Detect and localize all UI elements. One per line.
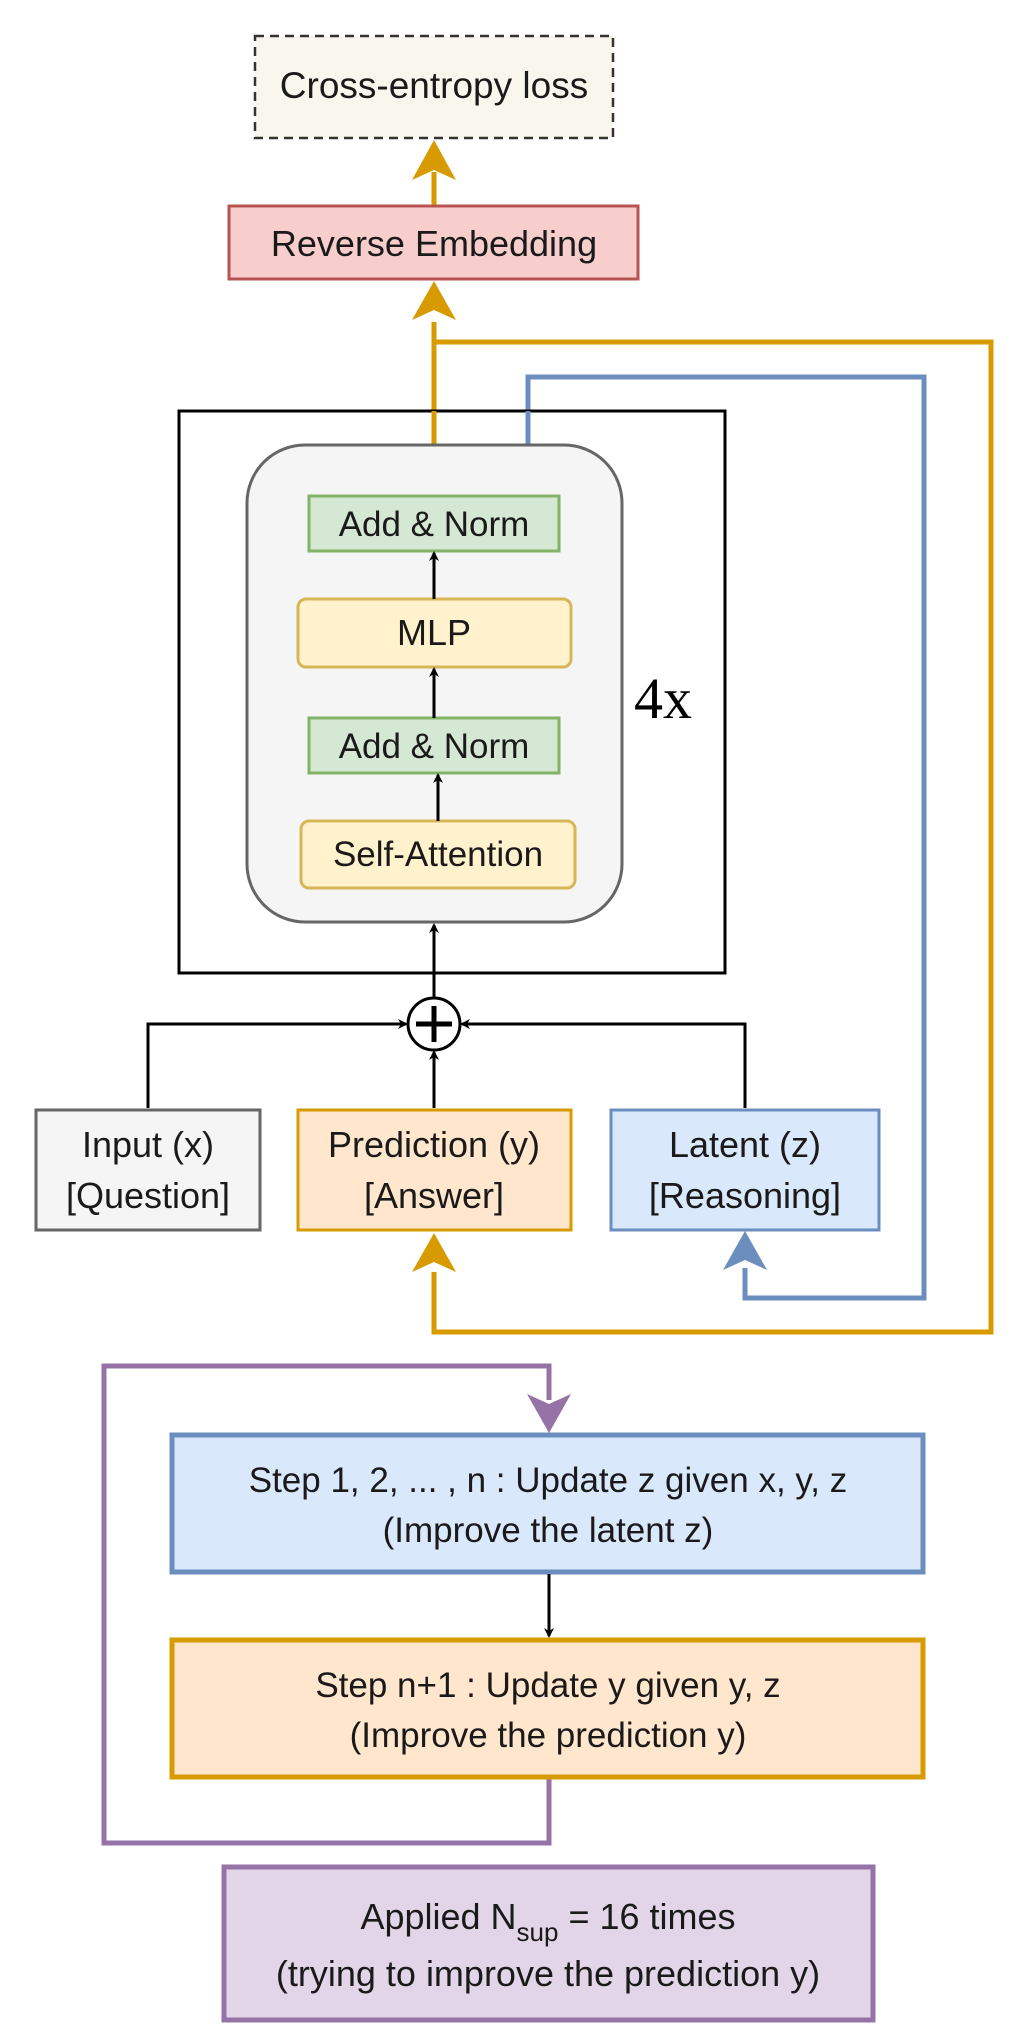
step-y-node: Step n+1 : Update y given y, z (Improve …: [169, 1637, 926, 1780]
arrow-z-to-sum: [460, 1019, 747, 1108]
mlp-label: MLP: [397, 612, 471, 653]
purple-loop-line: [101, 1363, 552, 1846]
input-x-node: Input (x) [Question]: [34, 1108, 262, 1232]
add-norm-top-label: Add & Norm: [339, 505, 530, 544]
add-norm-bottom-node: Add & Norm: [307, 716, 561, 775]
applied-suffix: = 16 times: [558, 1896, 735, 1937]
loss-box: [253, 34, 615, 140]
applied-node: Applied Nsup = 16 times (trying to impro…: [221, 1864, 876, 2023]
input-x-line2: [Question]: [66, 1175, 230, 1216]
blue-feedback-path: [525, 374, 927, 1301]
step-y-box: [169, 1637, 926, 1780]
loss-node: Cross-entropy loss: [253, 34, 615, 140]
step-y-line1: Step n+1 : Update y given y, z: [315, 1666, 780, 1705]
add-norm-top-node: Add & Norm: [307, 494, 561, 553]
reverse-embedding-label: Reverse Embedding: [271, 223, 597, 264]
step-y-line2: (Improve the prediction y): [350, 1716, 747, 1755]
blue-loop-line: [525, 374, 927, 1301]
gold-arrowhead-to-y: [412, 1233, 456, 1272]
reverse-embedding-node: Reverse Embedding: [227, 204, 640, 281]
gold-loop-line: [431, 339, 994, 1335]
prediction-y-box: [296, 1108, 573, 1232]
mlp-node: MLP: [296, 597, 573, 669]
self-attention-label: Self-Attention: [333, 835, 543, 874]
step-z-node: Step 1, 2, ... , n : Update z given x, y…: [169, 1432, 926, 1575]
latent-z-box: [609, 1108, 881, 1232]
prediction-y-line1: Prediction (y): [328, 1124, 540, 1165]
input-x-line1: Input (x): [82, 1124, 214, 1165]
step-z-box: [169, 1432, 926, 1575]
applied-line1: Applied Nsup = 16 times: [360, 1896, 735, 1947]
latent-z-line1: Latent (z): [669, 1124, 821, 1165]
arrow-x-to-sum: [146, 1019, 408, 1108]
gold-arrowhead-up: [412, 281, 456, 320]
purple-arrowhead: [527, 1394, 571, 1433]
sum-node: [406, 996, 462, 1052]
latent-z-line2: [Reasoning]: [649, 1175, 841, 1216]
arrowhead: [412, 140, 456, 180]
repeat-count-label: 4x: [634, 666, 692, 731]
input-x-box: [34, 1108, 262, 1232]
arrow-reverse-to-loss: [412, 140, 456, 205]
applied-line2: (trying to improve the prediction y): [276, 1953, 820, 1994]
reverse-embedding-box: [227, 204, 640, 281]
applied-prefix: Applied N: [360, 1896, 516, 1937]
add-norm-bottom-label: Add & Norm: [339, 727, 530, 766]
self-attention-node: Self-Attention: [299, 819, 577, 890]
prediction-y-line2: [Answer]: [364, 1175, 504, 1216]
latent-z-node: Latent (z) [Reasoning]: [609, 1108, 881, 1232]
purple-loop-path: [101, 1363, 571, 1846]
step-z-line2: (Improve the latent z): [383, 1511, 714, 1550]
step-z-line1: Step 1, 2, ... , n : Update z given x, y…: [249, 1461, 848, 1500]
loss-label: Cross-entropy loss: [280, 65, 588, 106]
applied-box: [221, 1864, 876, 2023]
blue-arrowhead-to-z: [723, 1231, 767, 1270]
prediction-y-node: Prediction (y) [Answer]: [296, 1108, 573, 1232]
applied-subscript: sup: [517, 1917, 559, 1947]
